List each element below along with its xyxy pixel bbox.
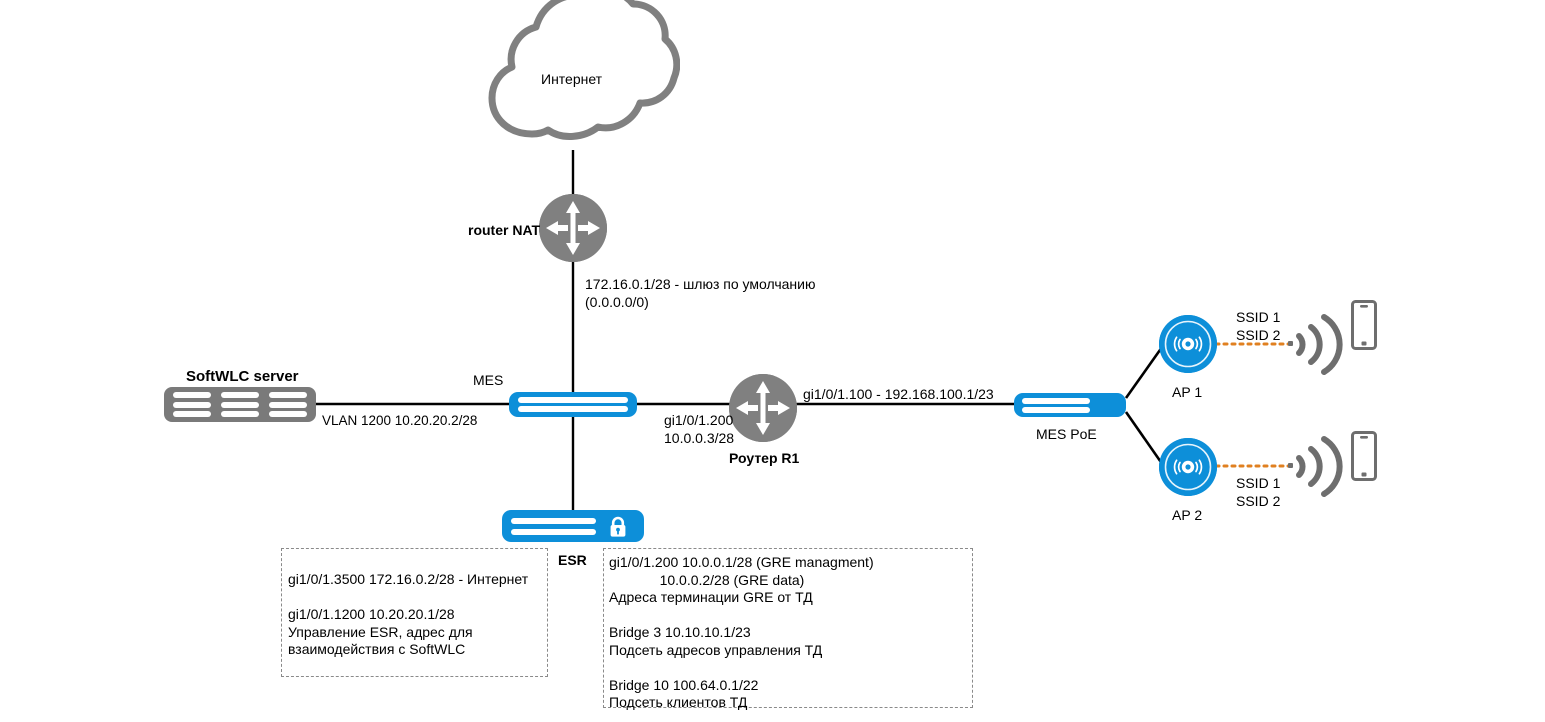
note-esr-right-text: gi1/0/1.200 10.0.0.1/28 (GRE managment) …	[609, 554, 874, 710]
router-r1-label: Роутер R1	[729, 450, 800, 466]
cloud-label: Интернет	[541, 71, 603, 87]
ap1-ssid-label: SSID 1 SSID 2	[1236, 309, 1281, 343]
ap2-icon[interactable]	[1159, 438, 1217, 496]
mes-label: MES	[473, 372, 504, 388]
wifi-signal-icon-2	[1288, 432, 1354, 502]
gi200-link-label: gi1/0/1.200 10.0.0.3/28	[664, 412, 735, 446]
ap2-ssid-label: SSID 1 SSID 2	[1236, 475, 1281, 509]
wifi-signal-icon-1	[1288, 310, 1354, 380]
router-r1-icon[interactable]	[729, 374, 797, 442]
esr-label: ESR	[558, 552, 587, 568]
smartphone-icon-2	[1351, 431, 1377, 481]
router-nat-icon[interactable]	[539, 194, 607, 262]
smartphone-icon-1	[1351, 300, 1377, 350]
ap1-label: AP 1	[1172, 384, 1203, 400]
softwlc-server-icon[interactable]	[164, 387, 316, 422]
note-esr-left: gi1/0/1.3500 172.16.0.2/28 - Интернет gi…	[281, 548, 548, 677]
vlan1200-link-label: VLAN 1200 10.20.20.2/28	[322, 413, 478, 428]
mes-switch-icon[interactable]	[509, 392, 637, 417]
mes-poe-label: MES PoE	[1036, 426, 1097, 442]
ap2-label: AP 2	[1172, 507, 1203, 523]
softwlc-label: SoftWLC server	[186, 368, 299, 385]
internet-cloud	[470, 0, 681, 156]
mes-poe-switch-icon[interactable]	[1014, 393, 1126, 417]
note-esr-left-text: gi1/0/1.3500 172.16.0.2/28 - Интернет gi…	[288, 571, 529, 657]
esr-switch-icon[interactable]	[502, 510, 644, 542]
ap1-icon[interactable]	[1159, 315, 1217, 373]
note-esr-right: gi1/0/1.200 10.0.0.1/28 (GRE managment) …	[603, 548, 973, 710]
router-nat-label: router NAT	[468, 222, 541, 238]
gateway-link-label: 172.16.0.1/28 - шлюз по умолчанию (0.0.0…	[585, 276, 816, 310]
lock-icon	[607, 516, 629, 538]
gi100-link-label: gi1/0/1.100 - 192.168.100.1/23	[803, 386, 994, 402]
